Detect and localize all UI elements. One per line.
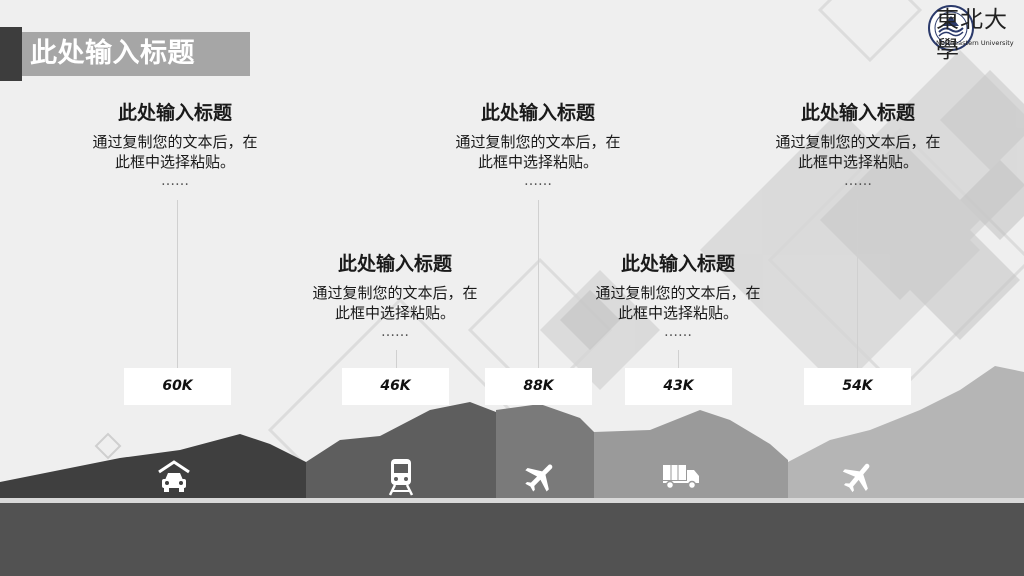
university-name: 東北大學 [936,7,1008,63]
title-box [22,32,250,76]
value-box: 46K [342,368,449,405]
car-garage-icon [158,460,190,492]
guide-line [177,200,178,368]
value-box: 54K [804,368,911,405]
guide-line [396,350,397,368]
block-title: 此处输入标题 [117,102,232,124]
guide-line [678,350,679,368]
block-body: 通过复制您的文本后，在 此框中选择粘贴。 [92,133,258,171]
block-body: 通过复制您的文本后，在 此框中选择粘贴。 [775,133,941,171]
block-ellipsis: …… [381,324,409,340]
info-block-1: 此处输入标题 通过复制您的文本后，在 此框中选择粘贴。 …… [70,100,280,188]
block-ellipsis: …… [664,324,692,340]
block-ellipsis: …… [161,173,189,189]
block-body: 通过复制您的文本后，在 此框中选择粘贴。 [595,284,761,322]
airplane-takeoff-icon [842,463,870,493]
block-body: 通过复制您的文本后，在 此框中选择粘贴。 [312,284,478,322]
block-title: 此处输入标题 [337,253,452,275]
info-block-4: 此处输入标题 通过复制您的文本后，在 此框中选择粘贴。 …… [573,251,783,339]
block-ellipsis: …… [844,173,872,189]
university-seal-icon [928,5,974,51]
guide-line [857,200,858,368]
value-box: 60K [124,368,231,405]
guide-line [538,200,539,368]
ground-divider [0,498,1024,503]
title-accent-bar [0,27,22,81]
train-icon [388,459,414,496]
info-block-5: 此处输入标题 通过复制您的文本后，在 此框中选择粘贴。 …… [753,100,963,188]
value-box: 43K [625,368,732,405]
block-body: 通过复制您的文本后，在 此框中选择粘贴。 [455,133,621,171]
info-block-3: 此处输入标题 通过复制您的文本后，在 此框中选择粘贴。 …… [433,100,643,188]
page-title: 此处输入标题 [30,38,195,69]
airplane-icon [525,464,553,492]
block-ellipsis: …… [524,173,552,189]
info-block-2: 此处输入标题 通过复制您的文本后，在 此框中选择粘贴。 …… [290,251,500,339]
value-box: 88K [485,368,592,405]
ground-band [0,503,1024,576]
block-title: 此处输入标题 [480,102,595,124]
block-title: 此处输入标题 [800,102,915,124]
university-subtitle: Northeastern University [936,39,1014,47]
block-title: 此处输入标题 [620,253,735,275]
truck-icon [663,465,699,490]
